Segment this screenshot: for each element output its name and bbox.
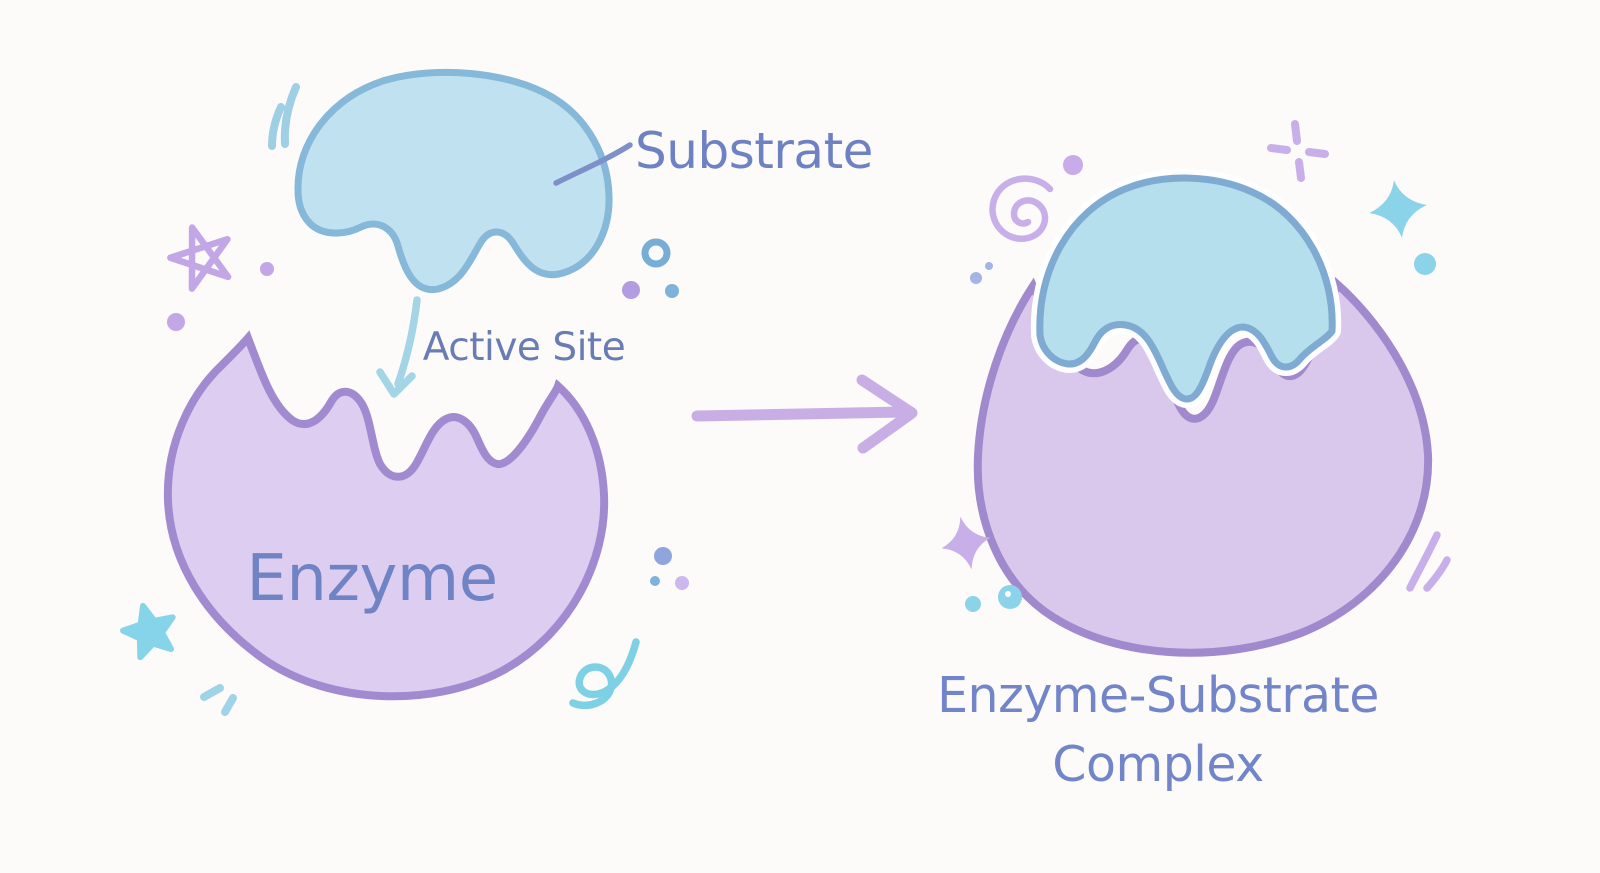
- substrate-label: Substrate: [635, 122, 873, 180]
- complex-label-line2: Complex: [1052, 736, 1263, 793]
- enzyme-blob: [163, 330, 609, 701]
- dot-blue: [665, 284, 679, 298]
- dot-purple: [675, 576, 689, 590]
- substrate-group: Substrate: [294, 68, 873, 294]
- decorations-right: [941, 120, 1451, 612]
- substrate-blob: [294, 68, 613, 294]
- speed-dashes-blue-icon: [200, 684, 237, 716]
- active-site-group: Active Site: [376, 296, 626, 398]
- reaction-arrow-shaft: [691, 406, 911, 422]
- complex-substrate-blob: [1036, 174, 1336, 403]
- sparkle-blue-icon: [1369, 180, 1427, 238]
- decorations-left: [120, 83, 689, 716]
- dot-purple: [1063, 155, 1083, 175]
- ring-dot-blue-icon: [641, 238, 671, 268]
- dot-purple: [260, 262, 274, 276]
- doodle-star-purple-icon: [167, 224, 232, 292]
- dot-blue: [965, 596, 981, 612]
- reaction-arrow-group: [691, 374, 918, 454]
- dot-blue: [650, 576, 660, 586]
- reaction-arrow-head-icon: [856, 374, 918, 454]
- dot-periwinkle: [985, 262, 993, 270]
- plus-sparkle-purple-icon: [1267, 120, 1329, 182]
- speed-dashes-purple-icon: [1406, 531, 1451, 592]
- enzyme-group: Enzyme: [163, 330, 609, 701]
- speed-dashes-blue-icon: [268, 83, 300, 150]
- dot-periwinkle: [970, 272, 982, 284]
- enzyme-label: Enzyme: [246, 542, 497, 616]
- active-site-arrow-icon: [394, 296, 421, 388]
- dot-periwinkle: [654, 547, 672, 565]
- dot-blue: [998, 585, 1022, 609]
- filled-star-blue-icon: [120, 602, 176, 661]
- dot-blue: [1414, 253, 1436, 275]
- dot-purple: [622, 281, 640, 299]
- dot-highlight: [1005, 591, 1011, 597]
- active-site-label: Active Site: [423, 325, 625, 370]
- complex-group: Enzyme-Substrate Complex: [937, 169, 1433, 793]
- complex-label-line1: Enzyme-Substrate: [937, 667, 1379, 724]
- spiral-purple-icon: [989, 175, 1054, 242]
- dot-purple: [167, 313, 185, 331]
- swirl-blue-icon: [569, 638, 640, 710]
- substrate-label-connector: [553, 142, 633, 186]
- sparkle-purple-icon: [941, 516, 991, 570]
- active-site-arrowhead-icon: [376, 368, 416, 398]
